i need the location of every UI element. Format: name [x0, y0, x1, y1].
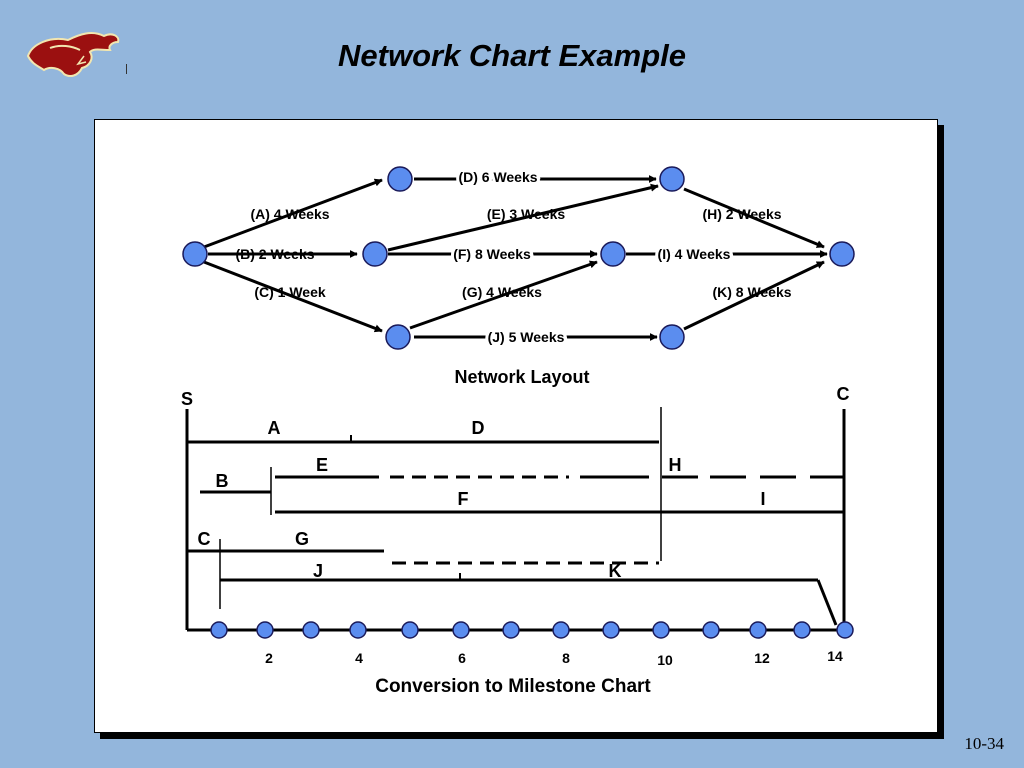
node-top-2 [659, 166, 685, 192]
node-bottom-1 [385, 324, 411, 350]
milestone-dot [349, 621, 367, 639]
node-top-1 [387, 166, 413, 192]
end-label: C [837, 384, 850, 404]
slide-title: Network Chart Example [338, 38, 686, 73]
bar-label-e: E [316, 455, 328, 475]
bar-label-i: I [760, 489, 765, 509]
node-start [182, 241, 208, 267]
milestone-dot [502, 621, 520, 639]
milestone-dot [302, 621, 320, 639]
edge-h [683, 187, 825, 249]
start-label: S [181, 389, 193, 409]
bar-label-d: D [472, 418, 485, 438]
activity-label-c: (C) 1 Week [254, 284, 326, 300]
milestone-dot [836, 621, 854, 639]
activity-label-h: (H) 2 Weeks [702, 206, 781, 222]
node-mid-1 [362, 241, 388, 267]
bar-label-f: F [458, 489, 469, 509]
mustang-horse-icon [26, 32, 120, 77]
bar-label-a: A [268, 418, 281, 438]
axis-tick-label: 6 [458, 650, 466, 666]
activity-label-k: (K) 8 Weeks [712, 284, 791, 300]
bar-k-drop [816, 579, 838, 626]
activity-label-f: (F) 8 Weeks [453, 246, 531, 262]
milestone-dot [210, 621, 228, 639]
milestone-dot [793, 621, 811, 639]
axis-tick-labels: 2 4 6 8 10 12 14 [265, 648, 843, 668]
edge-a [203, 178, 383, 249]
axis-tick-label: 8 [562, 650, 570, 666]
activity-label-d: (D) 6 Weeks [458, 169, 537, 185]
activity-label-b: (B) 2 Weeks [235, 246, 314, 262]
axis-tick-label: 2 [265, 650, 273, 666]
activity-label-j: (J) 5 Weeks [488, 329, 565, 345]
milestone-labels: S C A D E H B F I C G J K [181, 384, 850, 581]
bar-label-c: C [198, 529, 211, 549]
milestone-dots [210, 621, 854, 639]
edge-k [683, 260, 825, 331]
axis-tick-label: 14 [827, 648, 843, 664]
edge-e [387, 183, 659, 252]
activity-label-g: (G) 4 Weeks [462, 284, 542, 300]
bar-label-b: B [216, 471, 229, 491]
bar-label-j: J [313, 561, 323, 581]
logo-divider [126, 64, 127, 74]
bar-label-h: H [669, 455, 682, 475]
milestone-dot [702, 621, 720, 639]
milestone-dot [256, 621, 274, 639]
axis-tick-label: 12 [754, 650, 770, 666]
network-layout-caption: Network Layout [454, 367, 589, 387]
node-bottom-2 [659, 324, 685, 350]
bar-label-k: K [609, 561, 622, 581]
axis-tick-label: 4 [355, 650, 363, 666]
node-mid-2 [600, 241, 626, 267]
milestone-dot [401, 621, 419, 639]
milestone-dot [749, 621, 767, 639]
network-nodes [182, 166, 855, 350]
milestone-chart [185, 407, 846, 632]
network-edges [203, 175, 828, 341]
milestone-dot [602, 621, 620, 639]
diagram-canvas: (A) 4 Weeks (B) 2 Weeks (C) 1 Week (D) 6… [181, 166, 855, 697]
activity-label-a: (A) 4 Weeks [250, 206, 329, 222]
edge-c [203, 260, 383, 333]
milestone-dot [552, 621, 570, 639]
activity-label-i: (I) 4 Weeks [658, 246, 731, 262]
activity-label-e: (E) 3 Weeks [487, 206, 566, 222]
node-end [829, 241, 855, 267]
slide-number: 10-34 [964, 734, 1004, 753]
edge-g [409, 260, 598, 330]
milestone-dot [652, 621, 670, 639]
milestone-dot [452, 621, 470, 639]
milestone-chart-caption: Conversion to Milestone Chart [375, 676, 651, 697]
network-labels: (A) 4 Weeks (B) 2 Weeks (C) 1 Week (D) 6… [235, 166, 791, 348]
axis-tick-label: 10 [657, 652, 673, 668]
bar-label-g: G [295, 529, 309, 549]
logo [20, 26, 124, 85]
